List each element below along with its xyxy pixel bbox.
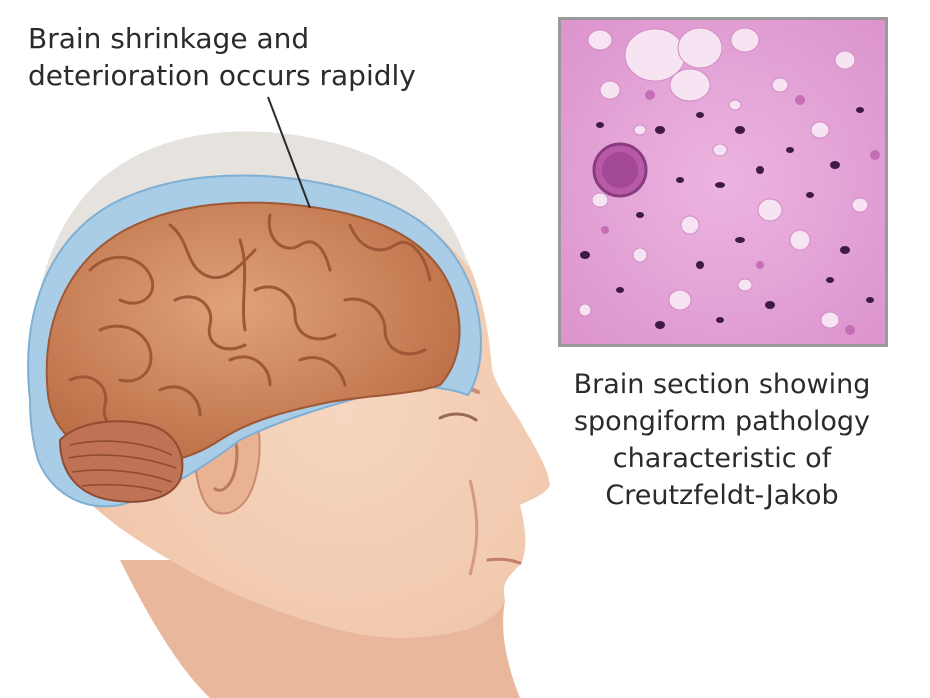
section-caption-line-1: Brain section showing [573, 369, 871, 400]
section-caption: Brain section showing spongiform patholo… [546, 366, 898, 514]
section-caption-line-2: spongiform pathology [573, 406, 871, 437]
section-caption-line-3: characteristic of [612, 443, 832, 474]
shrinkage-label-line-2: deterioration occurs rapidly [28, 59, 416, 92]
shrinkage-label: Brain shrinkage and deterioration occurs… [28, 20, 416, 94]
cheek-crease [468, 479, 479, 576]
shrinkage-label-line-1: Brain shrinkage and [28, 22, 310, 55]
annotation-pointer [267, 96, 311, 209]
mouth [486, 557, 522, 565]
tissue-micrograph [558, 17, 888, 347]
section-caption-line-4: Creutzfeldt-Jakob [605, 480, 839, 511]
brain [45, 201, 461, 503]
eye [438, 412, 478, 422]
